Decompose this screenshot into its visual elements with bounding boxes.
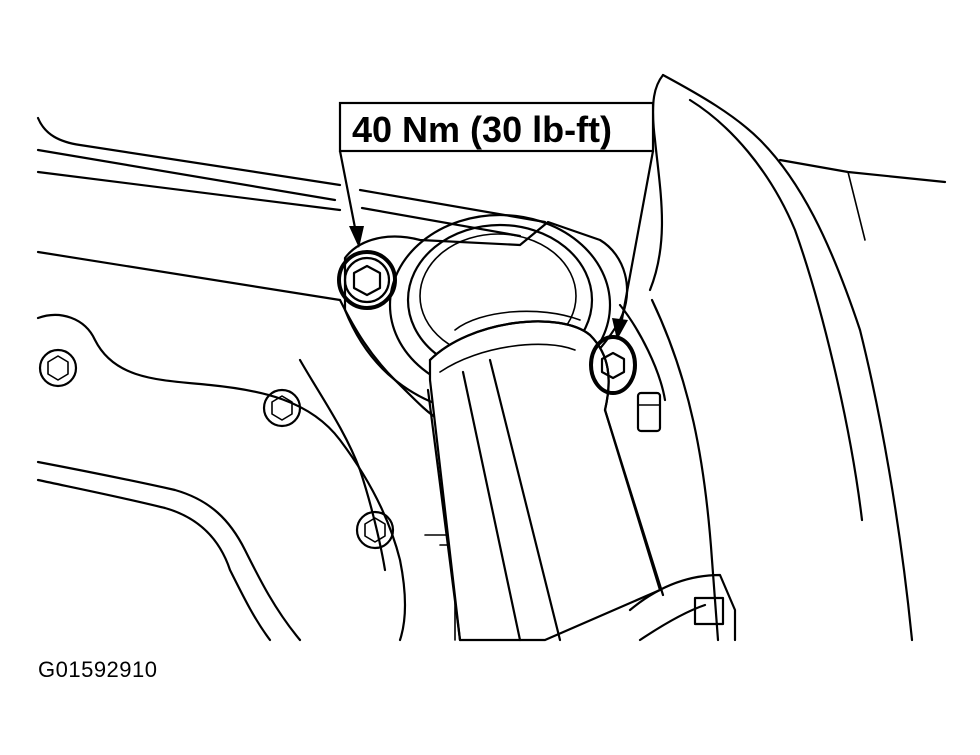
torque-label: 40 Nm (30 lb-ft)	[352, 109, 612, 150]
torque-callout: 40 Nm (30 lb-ft)	[338, 101, 655, 340]
crossmember	[628, 573, 737, 642]
driveshaft	[426, 310, 665, 642]
case-bolts	[38, 348, 662, 550]
figure-id: G01592910	[38, 657, 158, 682]
torque-bolt-right	[589, 335, 637, 395]
hex-bolt-icon	[636, 391, 662, 433]
arrow-head-icon	[349, 226, 364, 248]
hex-bolt-icon	[262, 388, 302, 428]
callout-box	[338, 101, 655, 153]
boot-shield	[618, 73, 914, 642]
hex-bolt-icon	[38, 348, 78, 388]
arrow-head-icon	[612, 318, 628, 340]
transmission-case	[36, 298, 481, 642]
frame-upper	[36, 116, 947, 302]
torque-bolt-left	[337, 250, 397, 310]
hex-bolt-icon	[355, 510, 395, 550]
